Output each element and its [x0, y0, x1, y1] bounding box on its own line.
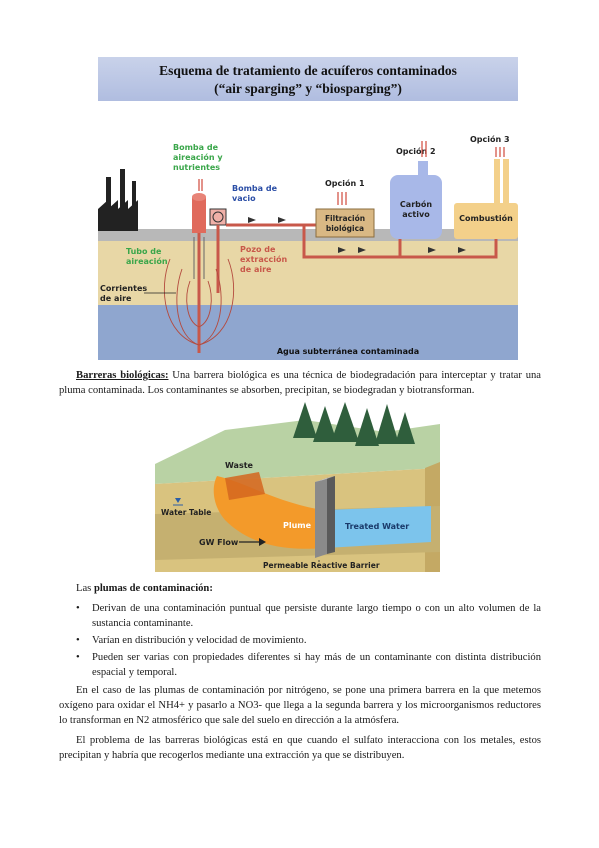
forest-icon — [293, 402, 415, 446]
aeration-pump-tower — [192, 179, 206, 233]
label-opcion3: Opción 3 — [470, 134, 510, 144]
label-tubo-2: aireación — [126, 256, 168, 266]
label-tubo-1: Tubo de — [126, 247, 162, 256]
flow-arrows — [248, 217, 466, 253]
label-carbon-2: activo — [402, 210, 430, 219]
barreras-text: Una barrera biológica es una técnica de … — [59, 370, 541, 396]
permeable-barrier-diagram: Waste Water Table Plume Treated Water GW… — [155, 402, 440, 572]
combustion-unit — [454, 159, 518, 239]
factory-icon — [98, 169, 138, 231]
aeration-well — [193, 233, 205, 353]
aquifer-treatment-diagram: Esquema de tratamiento de acuíferos cont… — [98, 57, 518, 360]
diagram-title-banner — [98, 57, 518, 101]
label-pozo-2: extracción — [240, 254, 287, 264]
label-barrier: Permeable Reactive Barrier — [263, 561, 380, 570]
label-corrientes-1: Corrientes — [100, 284, 147, 293]
label-bomba-aireacion-3: nutrientes — [173, 163, 220, 172]
label-water-table: Water Table — [161, 508, 211, 517]
biofilter-box — [315, 208, 375, 238]
label-bomba-vacio-1: Bomba de — [232, 184, 278, 193]
label-pozo-1: Pozo de — [240, 245, 276, 254]
gw-flow-arrow — [239, 538, 266, 546]
diagram-title-line1: Esquema de tratamiento de acuíferos cont… — [159, 63, 457, 78]
label-bomba-aireacion-1: Bomba de — [173, 143, 219, 152]
water-table-icon — [173, 498, 183, 506]
carbon-tank — [390, 161, 442, 239]
barreras-lead: Barreras biológicas: — [76, 370, 169, 381]
reactive-barrier — [315, 476, 335, 558]
label-agua-subterranea: Agua subterránea contaminada — [277, 347, 419, 356]
paragraph-sulfato: El problema de las barreras biológicas e… — [59, 735, 541, 761]
paragraph-barreras: Barreras biológicas: Una barrera biológi… — [59, 368, 541, 398]
air-pipe — [226, 223, 498, 259]
label-carbon-1: Carbón — [400, 199, 432, 209]
label-waste: Waste — [225, 461, 254, 470]
vacuum-pump-icon — [209, 208, 227, 226]
label-plume: Plume — [283, 521, 312, 530]
list-item: Varían en distribución y velocidad de mo… — [76, 633, 541, 648]
label-opcion1: Opción 1 — [325, 178, 365, 188]
list-item: Derivan de una contaminación puntual que… — [76, 601, 541, 631]
label-filtracion-1: Filtración — [325, 214, 365, 223]
label-bomba-aireacion-2: aireación y — [173, 152, 223, 162]
label-treated-water: Treated Water — [345, 522, 409, 531]
label-pozo-3: de aire — [240, 265, 272, 274]
unsaturated-soil — [98, 241, 518, 305]
label-combustion: Combustión — [459, 213, 513, 223]
list-item: Pueden ser varias con propiedades difere… — [76, 650, 541, 680]
paragraph-nitrogeno: En el caso de las plumas de contaminació… — [59, 685, 541, 726]
label-corrientes-2: de aire — [100, 294, 132, 303]
plumas-prefix: Las — [76, 583, 94, 594]
diagram-title-line2: (“air sparging” y “biosparging”) — [214, 81, 402, 96]
label-bomba-vacio-2: vacio — [232, 194, 256, 203]
plumas-heading: Las plumas de contaminación: — [76, 583, 213, 594]
treated-water — [325, 506, 431, 548]
label-opcion2: Opción 2 — [396, 146, 436, 156]
air-currents — [163, 258, 235, 346]
plumas-list: Derivan de una contaminación puntual que… — [76, 601, 541, 682]
plumas-bold: plumas de contaminación: — [93, 583, 213, 594]
label-gw-flow: GW Flow — [199, 538, 239, 547]
label-filtracion-2: biológica — [326, 224, 364, 233]
